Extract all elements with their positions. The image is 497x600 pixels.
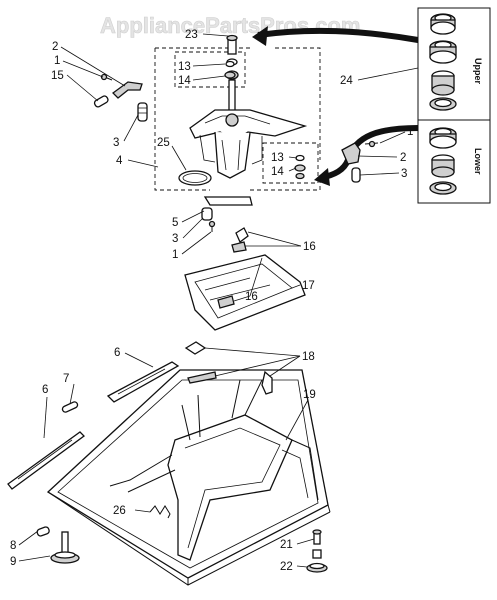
- transmission-assembly: [154, 34, 321, 191]
- left-rail: [7, 401, 85, 490]
- callout-3-center: 3: [172, 233, 178, 245]
- callout-15: 15: [51, 70, 64, 82]
- callout-1-left: 1: [54, 55, 60, 67]
- callout-26: 26: [113, 505, 126, 517]
- left-bracket-group: [93, 73, 148, 122]
- leader-lines: [18, 33, 419, 568]
- callout-13-upper: 13: [178, 61, 191, 73]
- upper-bearing-set: [429, 13, 457, 111]
- callout-17: 17: [302, 280, 315, 292]
- callout-3-right: 3: [401, 168, 407, 180]
- lower-label: Lower: [473, 148, 483, 175]
- callout-9: 9: [10, 556, 16, 568]
- callout-14-upper: 14: [178, 75, 191, 87]
- watermark: AppliancePartsPros.com: [100, 13, 360, 38]
- left-leveling-leg: [36, 526, 80, 564]
- right-bracket-group: [341, 140, 379, 183]
- callout-6-left: 6: [42, 384, 48, 396]
- right-leveling-leg: [306, 529, 328, 573]
- lower-fasteners: [201, 196, 253, 253]
- callout-6-upper: 6: [114, 347, 120, 359]
- base-frame: [46, 341, 331, 586]
- callout-21: 21: [280, 539, 293, 551]
- callout-14-lower: 14: [271, 166, 284, 178]
- callout-1-right: 1: [407, 126, 413, 138]
- callout-5: 5: [172, 217, 178, 229]
- lower-bearing-set: [429, 127, 457, 195]
- callout-19: 19: [303, 389, 316, 401]
- callout-16-lower: 16: [245, 291, 258, 303]
- callout-7: 7: [63, 373, 69, 385]
- callout-16-upper: 16: [303, 241, 316, 253]
- lower-plate: [184, 254, 306, 331]
- callout-24: 24: [340, 75, 353, 87]
- bearing-kit-box: Upper Lower: [417, 7, 491, 204]
- callout-2-right: 2: [400, 152, 406, 164]
- callout-2-left: 2: [52, 41, 58, 53]
- callout-22: 22: [280, 561, 293, 573]
- callout-18: 18: [302, 351, 315, 363]
- callout-3-left: 3: [113, 137, 119, 149]
- callout-4: 4: [116, 155, 123, 167]
- upper-rail: [106, 361, 180, 403]
- callout-8: 8: [10, 540, 16, 552]
- upper-label: Upper: [473, 58, 483, 85]
- callout-25: 25: [157, 137, 170, 149]
- callout-1-center: 1: [172, 249, 178, 261]
- callout-23: 23: [185, 29, 198, 41]
- callout-13-lower: 13: [271, 152, 284, 164]
- callouts: 2 1 15 3 4 25 23 13 14 13 14 24 1 2 3 5 …: [10, 29, 413, 573]
